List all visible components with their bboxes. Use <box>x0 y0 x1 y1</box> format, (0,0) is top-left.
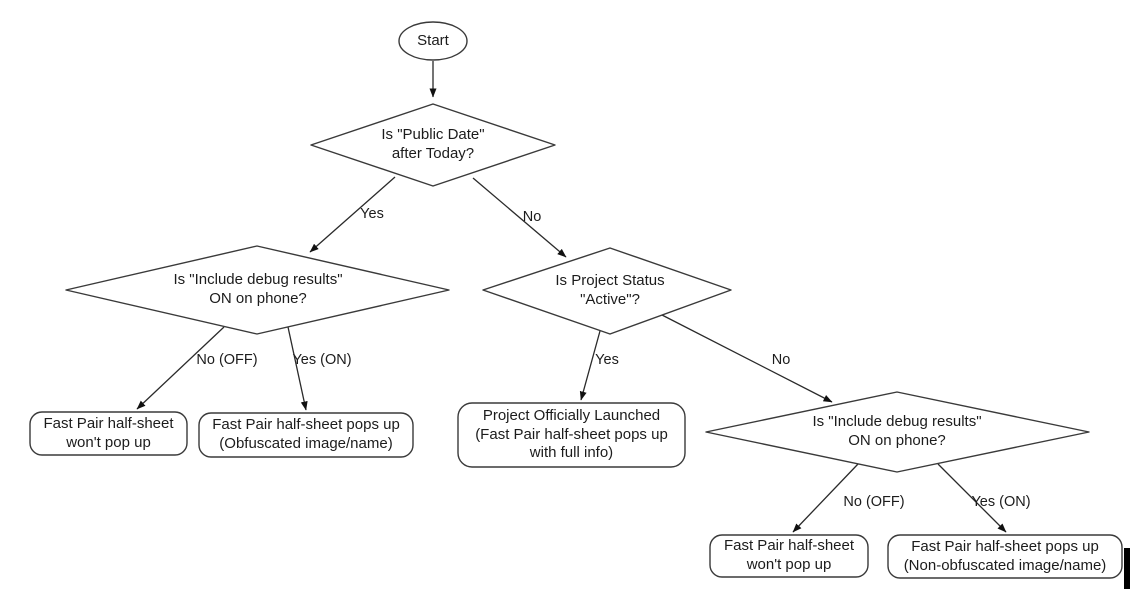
text-cursor-artifact <box>1124 548 1130 589</box>
edge-status-no <box>661 314 833 403</box>
outcome-obfuscated-shape <box>198 412 414 458</box>
edge-debug-right-yes <box>937 463 1007 533</box>
edge-debug-left-no <box>136 326 225 410</box>
decision-project-status-shape <box>482 247 732 335</box>
outcome-launched-shape <box>457 402 686 468</box>
edge-status-yes <box>579 330 601 401</box>
edge-debug-left-yes <box>287 326 308 411</box>
decision-debug-right-shape <box>705 391 1090 473</box>
outcome-no-popup-left-shape <box>29 411 188 456</box>
edge-debug-right-no <box>792 463 859 533</box>
outcome-non-obfuscated-shape <box>887 534 1123 579</box>
decision-public-date-shape <box>310 103 556 187</box>
start-terminator-shape <box>398 21 468 61</box>
edge-public-date-no <box>472 177 567 258</box>
edge-public-date-yes <box>309 176 396 253</box>
outcome-no-popup-right-shape <box>709 534 869 578</box>
decision-debug-left-shape <box>65 245 450 335</box>
